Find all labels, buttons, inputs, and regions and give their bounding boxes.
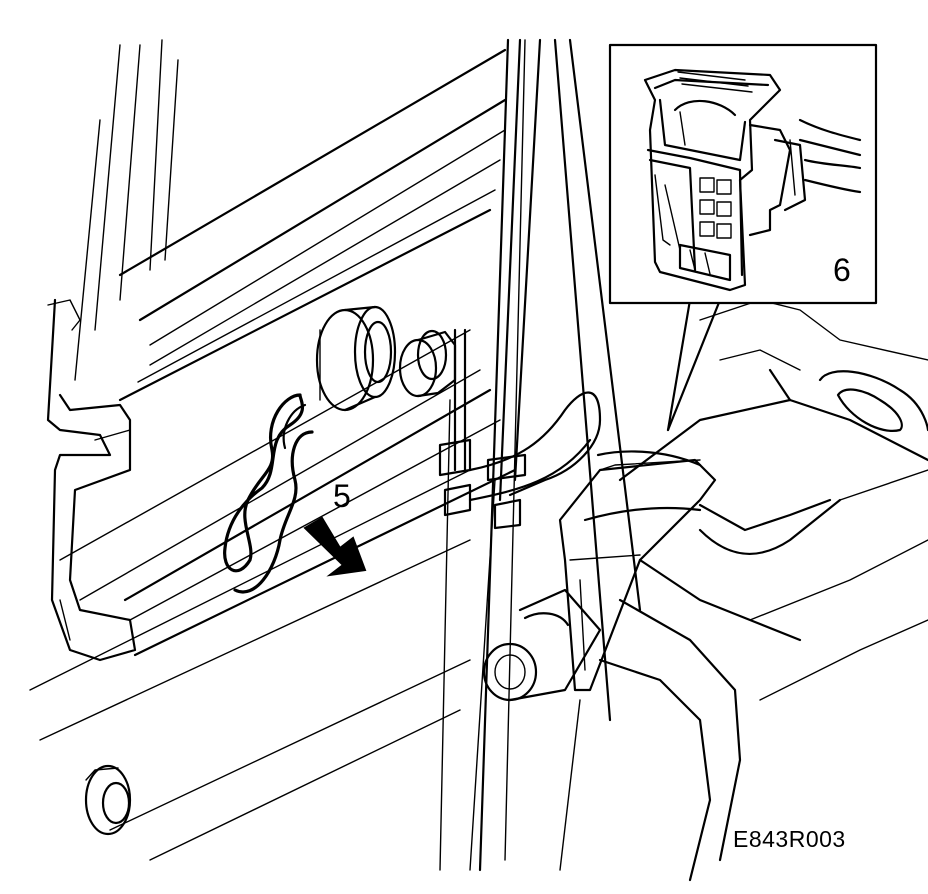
spring-clip <box>223 393 314 594</box>
wire-harness <box>438 328 602 530</box>
figure-code: E843R003 <box>733 826 846 852</box>
pillar <box>439 38 642 872</box>
access-hole <box>818 370 928 432</box>
grommet-lower-left <box>84 764 132 836</box>
inset-leader <box>666 298 722 432</box>
rail-bracket <box>46 298 137 662</box>
rail-grommets <box>315 305 457 412</box>
callout-5: 5 <box>333 478 351 514</box>
callout-6: 6 <box>833 252 851 288</box>
door-structure-right <box>559 299 928 882</box>
door-panel-lower <box>29 469 471 861</box>
window-frame-left <box>74 39 179 381</box>
connector-plug <box>482 588 602 702</box>
connector-detail <box>643 68 862 292</box>
connector-housing <box>558 450 717 692</box>
door-rail <box>59 48 517 657</box>
arrow-icon <box>303 516 367 577</box>
